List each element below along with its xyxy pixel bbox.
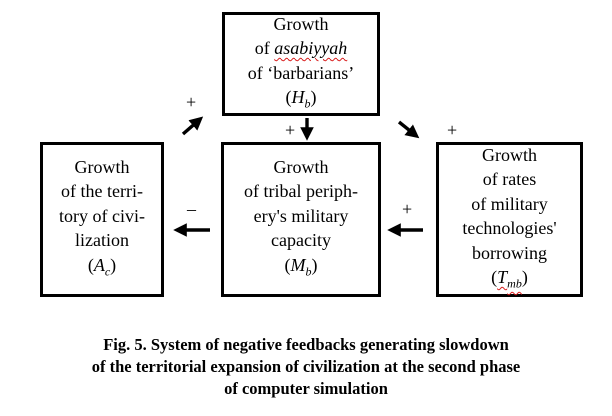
box-military-line-3: ery's military: [253, 205, 349, 226]
caption-line-1: Fig. 5. System of negative feedbacks gen…: [103, 335, 509, 354]
sign-top-right: +: [447, 120, 458, 140]
asabiyyah-term: asabiyyah: [274, 38, 348, 59]
box-borrowing-line-3: of military: [471, 193, 548, 214]
box-asabiyyah-line-1: Growth: [273, 13, 329, 34]
box-asabiyyah-symbol: (Hb): [285, 87, 317, 111]
box-territory-line-1: Growth: [74, 156, 130, 177]
caption-line-2: of the territorial expansion of civiliza…: [91, 357, 521, 376]
sign-top-left: +: [186, 92, 197, 112]
box-military-line-1: Growth: [273, 156, 329, 177]
box-asabiyyah-line-3: of ‘barbarians’: [247, 62, 355, 83]
box-territory-line-2: of the terri-: [61, 181, 143, 202]
sign-top-down: +: [285, 120, 296, 140]
box-territory-symbol: (Ac): [87, 254, 117, 279]
box-territory-line-4: lization: [75, 230, 129, 251]
box-territory-line-3: tory of civi-: [59, 205, 145, 226]
box-military-line-4: capacity: [271, 230, 331, 251]
box-borrowing-symbol: (Tmb): [491, 267, 528, 291]
arrow-up-right: [181, 116, 204, 136]
figure-caption: Fig. 5. System of negative feedbacks gen…: [0, 334, 612, 400]
box-borrowing-line-4: technologies': [462, 218, 557, 239]
box-borrowing: Growth of rates of military technologies…: [436, 142, 583, 297]
sign-middle-to-left: –: [187, 199, 196, 219]
arrow-down-right: [397, 120, 420, 139]
box-borrowing-line-1: Growth: [482, 144, 537, 165]
box-asabiyyah-line-2: of asabiyyah: [254, 38, 348, 59]
sign-right-to-middle: +: [402, 199, 413, 219]
box-asabiyyah: Growth of asabiyyah of ‘barbarians’ (Hb): [222, 12, 380, 116]
box-military-line-2: of tribal periph-: [244, 181, 358, 202]
box-military-symbol: (Mb): [284, 254, 318, 279]
box-borrowing-line-2: of rates: [482, 169, 537, 190]
box-military-capacity: Growth of tribal periph- ery's military …: [221, 142, 381, 297]
caption-line-3: of computer simulation: [224, 379, 388, 398]
box-territory: Growth of the terri- tory of civi- lizat…: [40, 142, 164, 297]
box-borrowing-line-5: borrowing: [472, 242, 547, 263]
